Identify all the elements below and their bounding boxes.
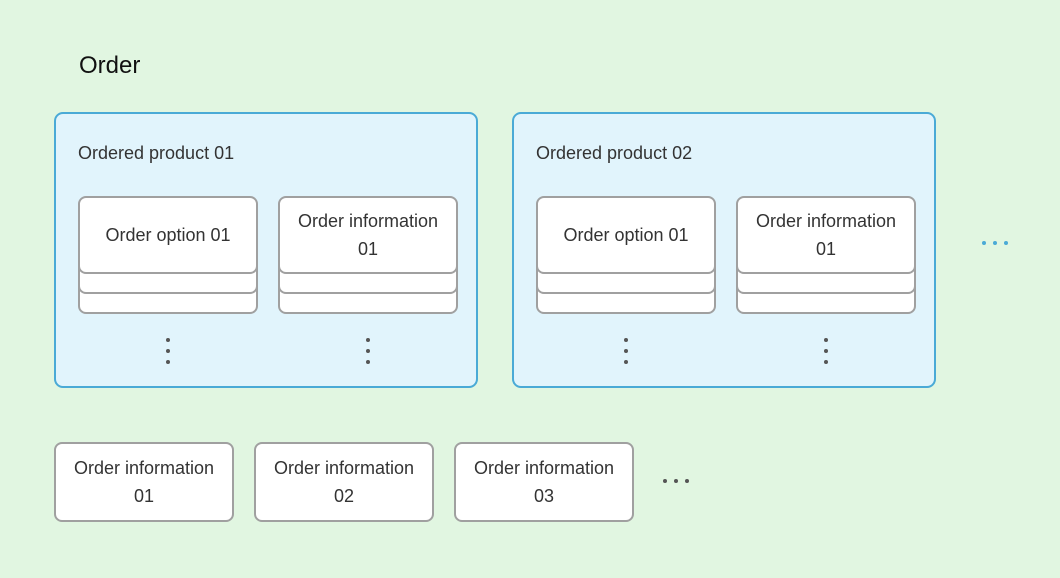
order-information-stack: Order information 01 (736, 196, 916, 316)
ordered-product-label: Ordered product 01 (78, 143, 235, 163)
ordered-product-02-box: Ordered product 02 Order option 01 Order… (512, 112, 936, 388)
more-information-ellipsis-icon (661, 476, 691, 486)
order-option-stack: Order option 01 (78, 196, 258, 316)
order-option-card: Order option 01 (536, 196, 716, 274)
ordered-product-label: Ordered product 02 (536, 143, 693, 163)
vertical-ellipsis-icon (163, 336, 173, 366)
diagram-title: Order (79, 52, 141, 79)
order-information-stack: Order information 01 (278, 196, 458, 316)
order-option-stack: Order option 01 (536, 196, 716, 316)
more-products-ellipsis-icon (980, 238, 1010, 248)
vertical-ellipsis-icon (363, 336, 373, 366)
order-option-card: Order option 01 (78, 196, 258, 274)
order-information-card: Order information 01 (736, 196, 916, 274)
order-information-card: Order information 03 (454, 442, 634, 522)
order-information-card: Order information 01 (54, 442, 234, 522)
vertical-ellipsis-icon (821, 336, 831, 366)
order-information-card: Order information 01 (278, 196, 458, 274)
vertical-ellipsis-icon (621, 336, 631, 366)
order-information-card: Order information 02 (254, 442, 434, 522)
ordered-product-01-box: Ordered product 01 Order option 01 Order… (54, 112, 478, 388)
